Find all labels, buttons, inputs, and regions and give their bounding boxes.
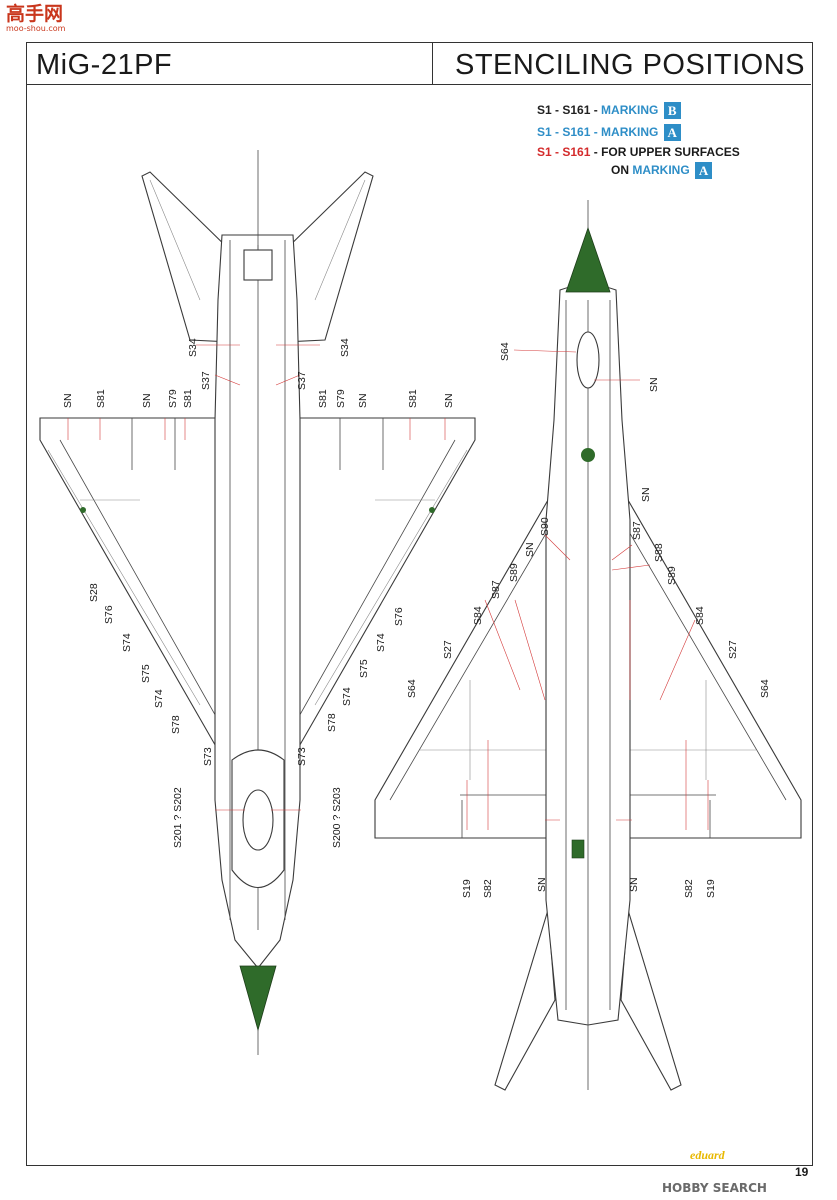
legend-dash: - bbox=[593, 145, 598, 159]
legend-code: S1 - S161 - bbox=[537, 103, 598, 117]
callout-label: S89 bbox=[666, 566, 678, 585]
legend-row-a: S1 - S161 - MARKING A bbox=[537, 122, 740, 144]
callout-label: S78 bbox=[170, 715, 182, 734]
callout-label: S201 ? S202 bbox=[172, 787, 184, 848]
callout-label: SN bbox=[357, 393, 369, 408]
callout-label: S74 bbox=[375, 633, 387, 652]
upper-view-labels: S34 S34 S37 S37 SN S81 SN S79 S81 S81 S7… bbox=[62, 338, 455, 848]
callout-label: S84 bbox=[694, 606, 706, 625]
legend-row-b: S1 - S161 - MARKING B bbox=[537, 100, 740, 122]
header-rule bbox=[26, 84, 811, 85]
marking-legend: S1 - S161 - MARKING B S1 - S161 - MARKIN… bbox=[537, 100, 740, 182]
callout-label: S79 bbox=[167, 389, 179, 408]
callout-label: SN bbox=[628, 877, 640, 892]
header-divider bbox=[432, 42, 433, 84]
callout-label: S75 bbox=[358, 659, 370, 678]
callout-label: S87 bbox=[490, 580, 502, 599]
callout-label: SN bbox=[648, 377, 660, 392]
callout-label: S19 bbox=[705, 879, 717, 898]
watermark: HOBBY SEARCH bbox=[662, 1181, 767, 1195]
callout-label: S73 bbox=[202, 747, 214, 766]
legend-marking-label: MARKING bbox=[632, 163, 690, 177]
callout-label: SN bbox=[524, 542, 536, 557]
callout-label: S28 bbox=[88, 583, 100, 602]
callout-label: S74 bbox=[341, 687, 353, 706]
callout-label: S82 bbox=[683, 879, 695, 898]
upper-nose-cone bbox=[239, 965, 277, 1032]
callout-label: S27 bbox=[442, 640, 454, 659]
upper-view-aircraft bbox=[39, 150, 476, 1055]
callout-label: S34 bbox=[339, 338, 351, 357]
callout-label: S90 bbox=[539, 517, 551, 536]
callout-label: SN bbox=[443, 393, 455, 408]
page-title: STENCILING POSITIONS bbox=[455, 49, 805, 81]
legend-marking-label: MARKING bbox=[601, 103, 659, 117]
callout-label: S37 bbox=[200, 371, 212, 390]
callout-label: S81 bbox=[317, 389, 329, 408]
legend-marking-label: MARKING bbox=[601, 125, 659, 139]
callout-label: S64 bbox=[759, 679, 771, 698]
callout-label: S82 bbox=[482, 879, 494, 898]
upper-wing-left bbox=[39, 417, 219, 753]
site-logo: 高手网 moo-shou.com bbox=[6, 4, 74, 40]
callout-label: S76 bbox=[393, 607, 405, 626]
page-number: 19 bbox=[795, 1165, 809, 1179]
callout-label: S79 bbox=[335, 389, 347, 408]
callout-label: S73 bbox=[296, 747, 308, 766]
lower-tailplane-right bbox=[620, 909, 682, 1091]
lower-view-labels: S64 SN S90 SN SN S87 S88 S89 S89 S87 S84… bbox=[406, 342, 771, 898]
callout-label: S81 bbox=[407, 389, 419, 408]
callout-label: SN bbox=[640, 487, 652, 502]
page-frame bbox=[26, 42, 813, 1166]
brand-logo: eduard bbox=[690, 1148, 725, 1162]
callout-label: S19 bbox=[461, 879, 473, 898]
lower-green-dot bbox=[581, 448, 595, 462]
callout-label: SN bbox=[62, 393, 74, 408]
lower-nose-cone bbox=[565, 226, 611, 293]
callout-label: S78 bbox=[326, 713, 338, 732]
marking-a-badge: A bbox=[695, 162, 713, 180]
site-logo-text: 高手网 bbox=[6, 3, 64, 25]
callout-label: S34 bbox=[187, 338, 199, 357]
legend-upper-text: FOR UPPER SURFACES bbox=[601, 145, 740, 159]
callout-label: S76 bbox=[103, 605, 115, 624]
legend-row-upper: S1 - S161 - FOR UPPER SURFACES bbox=[537, 144, 740, 160]
callout-label: S81 bbox=[95, 389, 107, 408]
callout-label: S37 bbox=[296, 371, 308, 390]
lower-tailplane-left bbox=[494, 909, 556, 1091]
callout-label: S74 bbox=[153, 689, 165, 708]
site-logo-url: moo-shou.com bbox=[6, 24, 66, 33]
callout-label: S81 bbox=[182, 389, 194, 408]
callout-label: S64 bbox=[406, 679, 418, 698]
callout-label: S200 ? S203 bbox=[331, 787, 343, 848]
callout-label: S87 bbox=[631, 521, 643, 540]
callout-label: S88 bbox=[653, 543, 665, 562]
lower-green-panel bbox=[571, 839, 585, 859]
callout-label: S64 bbox=[499, 342, 511, 361]
callout-label: S74 bbox=[121, 633, 133, 652]
legend-code: S1 - S161 bbox=[537, 145, 591, 159]
callout-label: SN bbox=[536, 877, 548, 892]
legend-code: S1 - S161 - bbox=[537, 125, 598, 139]
model-title: MiG-21PF bbox=[36, 49, 173, 81]
legend-row-upper-cont: ON MARKING A bbox=[537, 160, 740, 182]
callout-label: SN bbox=[141, 393, 153, 408]
legend-on-text: ON bbox=[611, 163, 629, 177]
upper-exhaust bbox=[243, 249, 273, 281]
lower-nose-intake bbox=[576, 331, 600, 389]
callout-label: S75 bbox=[140, 664, 152, 683]
callout-label: S84 bbox=[472, 606, 484, 625]
callout-label: S89 bbox=[508, 563, 520, 582]
lower-view-aircraft bbox=[374, 200, 802, 1091]
callout-label: S27 bbox=[727, 640, 739, 659]
marking-a-badge: A bbox=[663, 124, 681, 142]
marking-b-badge: B bbox=[663, 102, 681, 120]
